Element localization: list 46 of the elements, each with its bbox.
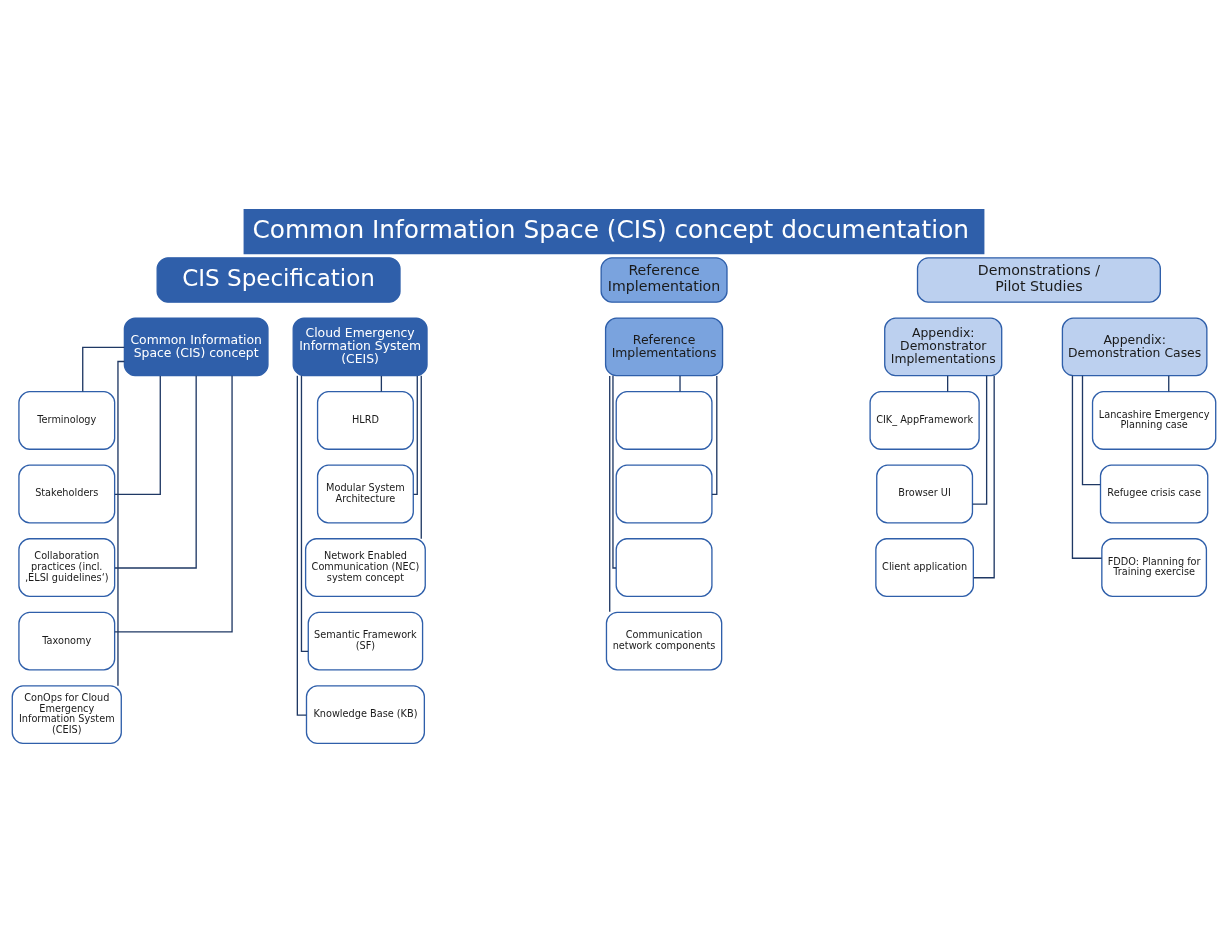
connector: [117, 360, 126, 687]
node-box: Demonstrations / Pilot Studies: [916, 257, 1161, 303]
node-box: Appendix: Demonstration Cases: [1061, 317, 1208, 377]
connector: [971, 375, 988, 505]
connector: [973, 375, 995, 579]
connector: [114, 375, 233, 633]
connector: [114, 375, 197, 569]
node-box: Cloud Emergency Information System (CEIS): [292, 317, 428, 377]
connector: [114, 375, 161, 496]
node-box: Reference Implementations: [604, 317, 724, 377]
node-box: Modular System Architecture: [316, 464, 414, 524]
node-box: Taxonomy: [18, 611, 116, 671]
connector: [711, 375, 718, 496]
node-box: Client application: [875, 538, 974, 597]
node-box: Browser UI: [876, 464, 974, 524]
connector: [412, 375, 418, 496]
connector: [609, 375, 611, 613]
node-box: CIS Specification: [156, 257, 401, 303]
node-box: Stakeholders: [18, 464, 116, 524]
connector: [1071, 375, 1103, 559]
connector: [679, 375, 681, 393]
node-box: Network Enabled Communication (NEC) system concept: [304, 538, 426, 597]
node-box: CIK_ AppFramework: [869, 390, 980, 450]
node-box: [615, 464, 713, 524]
node-box: Collaboration practices (incl. ‚ELSI guidelines‘): [18, 538, 116, 597]
node-box: Terminology: [18, 390, 116, 450]
node-box: HLRD: [316, 390, 414, 450]
node-box: Reference Implementation: [600, 257, 728, 303]
node-box: Appendix: Demonstrator Implementations: [884, 317, 1003, 377]
diagram-title: Common Information Space (CIS) concept documentation: [252, 215, 970, 245]
connector: [300, 375, 309, 652]
connector: [1081, 375, 1101, 486]
node-box: ConOps for Cloud Emergency Information System (CEIS): [11, 685, 122, 745]
node-box: Communication network components: [605, 611, 723, 671]
node-box: Lancashire Emergency Planning case: [1091, 390, 1217, 450]
node-box: [615, 390, 713, 450]
connector: [420, 375, 422, 540]
connector: [82, 346, 125, 393]
connector: [612, 375, 617, 569]
node-box: Refugee crisis case: [1099, 464, 1209, 524]
node-box: FDDO: Planning for Training exercise: [1101, 538, 1208, 597]
node-box: Common Information Space (CIS) concept: [123, 317, 269, 377]
connector: [296, 375, 307, 716]
node-box: Semantic Framework (SF): [307, 611, 424, 671]
node-box: Knowledge Base (KB): [305, 685, 426, 745]
node-box: [615, 538, 713, 597]
